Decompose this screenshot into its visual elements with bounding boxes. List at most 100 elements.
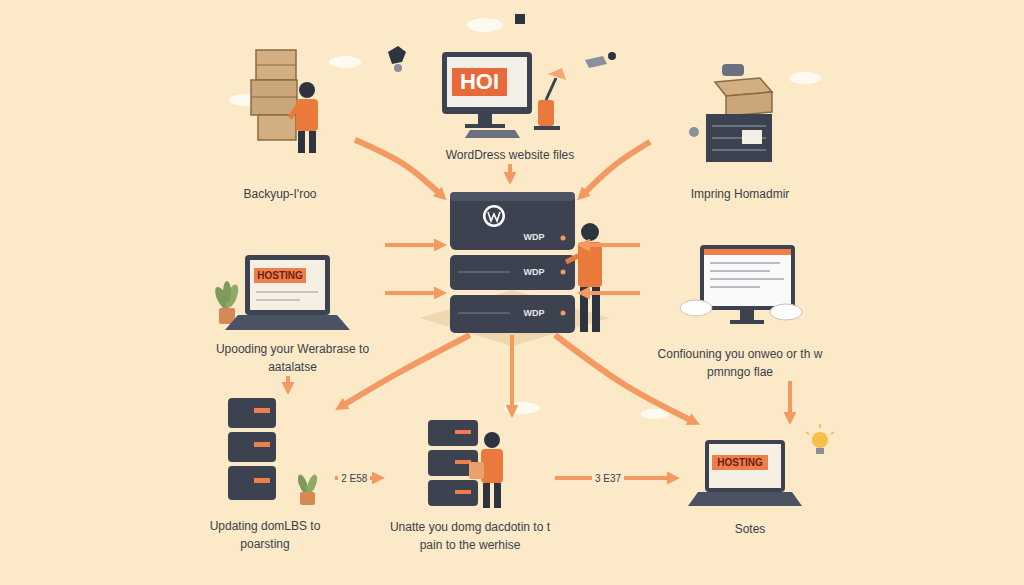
configure-monitor xyxy=(704,249,791,255)
files-monitor xyxy=(447,57,527,107)
cloud xyxy=(504,402,540,414)
files-monitor xyxy=(394,64,402,72)
configure-monitor xyxy=(700,245,795,310)
backup-figure xyxy=(251,97,297,98)
upload-laptop xyxy=(212,255,350,330)
dns-servers xyxy=(228,466,276,500)
flow-arrow xyxy=(584,291,640,295)
edge-label: 2 E58 xyxy=(338,472,370,485)
sites-laptop xyxy=(819,424,821,428)
server-stack xyxy=(420,192,610,346)
dns-servers xyxy=(228,398,319,505)
files-monitor xyxy=(548,68,566,80)
step-caption: Backyup-I'roo xyxy=(205,185,355,203)
step-card: Updating domLBS to poarsting xyxy=(195,395,335,553)
screen-text: HOSTING xyxy=(254,268,306,283)
flow-arrow xyxy=(335,476,378,480)
upload-laptop xyxy=(256,291,318,293)
dns-servers xyxy=(254,442,270,447)
files-monitor xyxy=(546,78,556,100)
files-monitor xyxy=(465,130,520,138)
dns-servers xyxy=(228,398,276,428)
flow-arrow xyxy=(584,243,640,247)
configure-monitor xyxy=(730,320,764,324)
dns-servers xyxy=(228,432,276,462)
backup-figure xyxy=(298,131,305,153)
backup-figure xyxy=(290,106,298,118)
server-stack xyxy=(581,223,599,241)
transfer-figure xyxy=(469,462,484,479)
import-figure xyxy=(742,130,762,144)
files-monitor xyxy=(465,124,505,128)
backup-figure xyxy=(251,50,318,153)
files-monitor xyxy=(442,52,532,114)
import-figure xyxy=(706,114,772,162)
configure-monitor xyxy=(770,304,802,320)
files-monitor xyxy=(452,68,507,96)
backup-figure xyxy=(256,50,296,80)
transfer-figure xyxy=(455,460,471,464)
server-stack xyxy=(458,271,510,273)
files-monitor xyxy=(478,114,492,124)
step-card: HOSTINGSotes xyxy=(680,425,820,538)
step-caption: Updating domLBS to poarsting xyxy=(195,517,335,553)
cloud xyxy=(467,18,503,32)
backup-figure xyxy=(258,115,296,140)
backup-figure xyxy=(256,65,296,66)
server-stack xyxy=(488,212,500,221)
upload-laptop xyxy=(254,268,306,283)
flow-arrow xyxy=(555,476,673,480)
flow-arrow xyxy=(788,381,792,418)
upload-laptop xyxy=(223,281,231,303)
upload-laptop xyxy=(250,260,325,310)
transfer-figure xyxy=(455,490,471,494)
files-monitor xyxy=(388,14,616,138)
flow-arrow xyxy=(510,335,514,411)
server-stack: WDPWDPWDP xyxy=(447,185,577,335)
transfer-figure xyxy=(428,420,478,446)
configure-monitor xyxy=(710,286,760,288)
transfer-figure xyxy=(455,430,471,434)
transfer-figure xyxy=(428,420,503,508)
import-figure xyxy=(722,64,744,76)
sites-laptop xyxy=(806,432,809,434)
server-stack xyxy=(486,208,503,225)
server-stack xyxy=(458,312,510,314)
dns-servers xyxy=(254,478,270,483)
step-caption: Unatte you domg dacdotin to t pain to th… xyxy=(385,518,555,554)
sites-laptop xyxy=(831,432,834,434)
upload-laptop xyxy=(225,315,350,330)
server-stack xyxy=(483,205,505,227)
screen-text: HOSTING xyxy=(712,455,768,470)
step-card: HOIWordDress website files xyxy=(425,38,595,164)
transfer-figure xyxy=(494,483,501,508)
files-monitor xyxy=(538,100,554,126)
step-card: HOSTINGUpooding your Werabrase to aatala… xyxy=(200,235,385,376)
step-card: Unatte you domg dacdotin to t pain to th… xyxy=(385,418,555,554)
transfer-figure xyxy=(483,483,490,508)
server-stack xyxy=(450,192,575,250)
upload-laptop xyxy=(245,255,330,315)
step-caption: WordDress website files xyxy=(425,146,595,164)
files-monitor xyxy=(585,56,607,68)
step-card: Backyup-I'roo xyxy=(205,45,355,203)
files-monitor xyxy=(534,126,560,130)
sites-laptop xyxy=(688,424,834,506)
import-figure xyxy=(712,125,766,127)
import-figure xyxy=(689,64,772,162)
server-label: WDP xyxy=(517,308,551,319)
backup-figure xyxy=(299,82,315,98)
upload-laptop xyxy=(256,299,300,301)
server-label: WDP xyxy=(517,267,551,278)
step-caption: Confiouning you onweo or th w pmnngo fla… xyxy=(640,345,840,381)
sites-laptop xyxy=(812,432,828,448)
server-stack xyxy=(450,255,575,290)
configure-monitor xyxy=(710,270,770,272)
transfer-figure xyxy=(484,432,500,448)
server-stack xyxy=(578,242,602,287)
step-caption: Impring Homadmir xyxy=(650,185,830,203)
